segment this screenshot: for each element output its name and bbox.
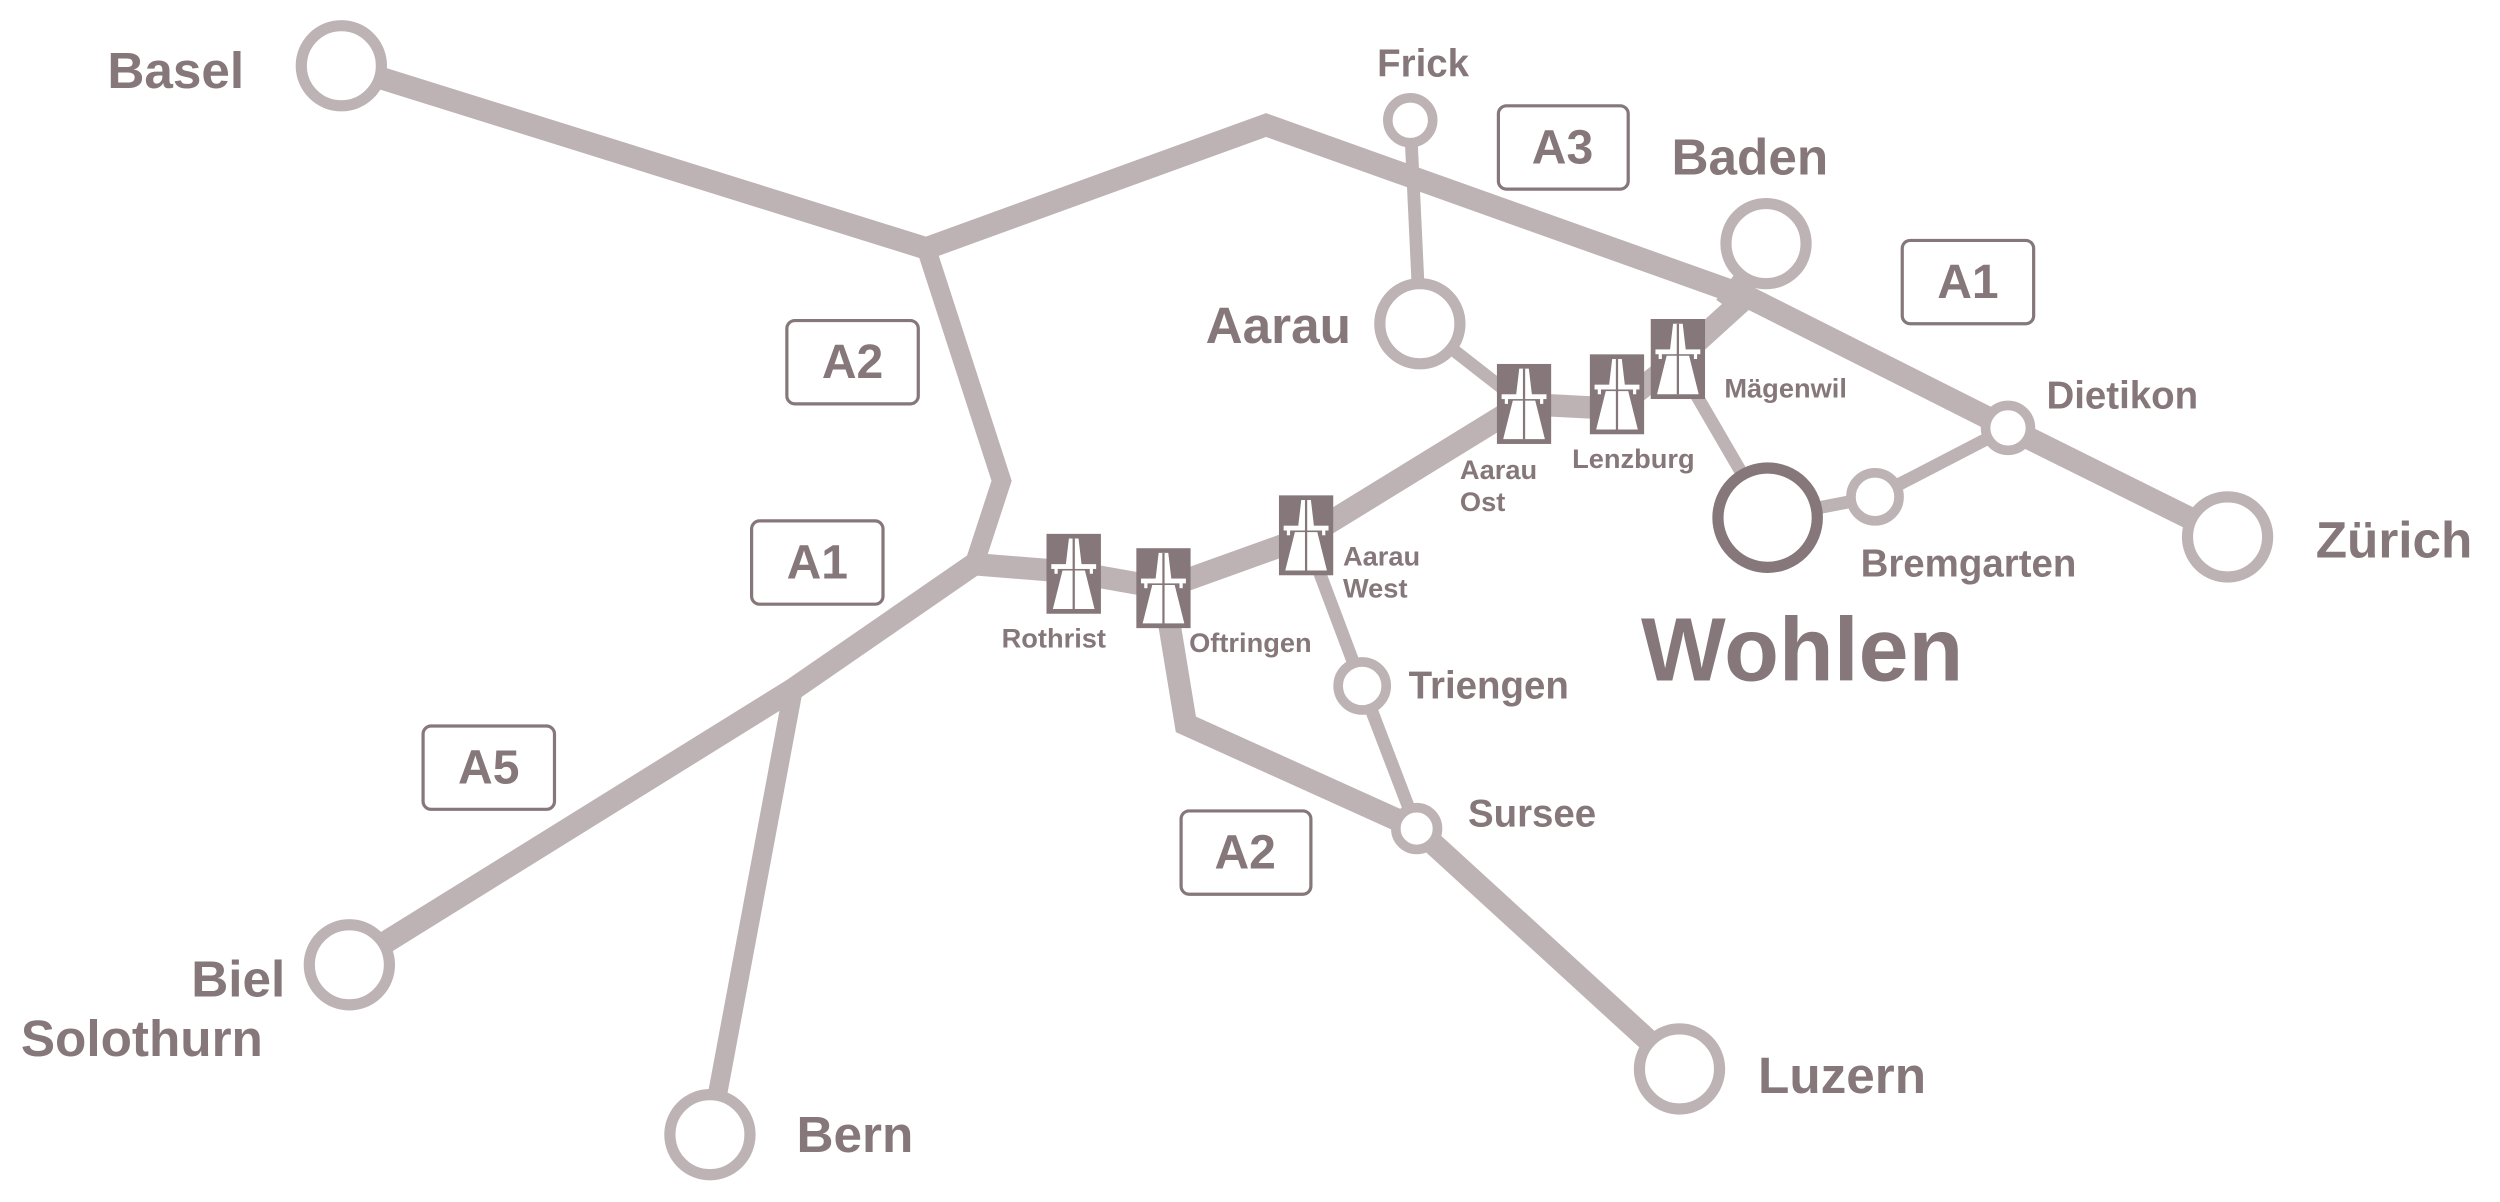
label-sursee: Sursee [1468, 793, 1596, 836]
svg-text:A2: A2 [822, 335, 883, 389]
label-exit-aarau-west-1: Aarau [1343, 541, 1420, 572]
highway-badge-a2-south: A2 [1179, 809, 1313, 896]
highway-badge-a2-north: A2 [785, 318, 920, 406]
node-luzern[interactable] [1633, 1023, 1726, 1115]
label-basel: Basel [107, 42, 244, 99]
label-bremgarten: Bremgarten [1861, 543, 2077, 586]
svg-text:A2: A2 [1214, 826, 1275, 880]
svg-text:A3: A3 [1532, 120, 1593, 174]
road-a2-south [1152, 586, 1688, 1078]
label-bern: Bern [796, 1106, 913, 1163]
label-luzern: Luzern [1758, 1047, 1926, 1104]
motorway-icon-aarau-west [1278, 495, 1334, 576]
road-a2-north [917, 245, 1012, 568]
label-exit-magenwil: Mägenwil [1724, 372, 1847, 403]
node-wohlen[interactable] [1712, 462, 1823, 573]
node-bremgarten[interactable] [1846, 467, 1904, 526]
node-zurich[interactable] [2181, 491, 2274, 583]
label-exit-aarau-ost-1: Aarau [1460, 454, 1537, 485]
label-wohlen: Wohlen [1641, 601, 1963, 701]
label-biel: Biel [191, 951, 285, 1008]
node-bern[interactable] [664, 1088, 756, 1181]
node-biel[interactable] [303, 919, 396, 1011]
highway-badge-a1-east: A1 [1900, 238, 2036, 326]
label-exit-rothrist: Rothrist [1002, 622, 1106, 653]
svg-text:A1: A1 [1937, 255, 1998, 309]
node-dietikon[interactable] [1980, 400, 2036, 456]
node-baden[interactable] [1720, 197, 1812, 290]
label-solothurn: Solothurn [21, 1010, 263, 1067]
motorway-icon-rothrist [1046, 533, 1101, 614]
label-aarau: Aarau [1206, 297, 1351, 354]
node-triengen[interactable] [1333, 657, 1392, 715]
road-a1-bern [700, 687, 803, 1137]
label-zurich: Zürich [2316, 512, 2473, 569]
motorway-icon-lenzburg [1589, 354, 1645, 435]
label-exit-lenzburg: Lenzburg [1572, 443, 1695, 474]
motorway-icon-magenwil [1650, 318, 1706, 400]
road-a1-a3 [338, 55, 2233, 547]
svg-text:A5: A5 [458, 741, 519, 795]
label-exit-aarau-west-2: West [1343, 573, 1408, 604]
highway-badge-a5: A5 [421, 724, 557, 811]
label-exit-aarau-ost-2: Ost [1460, 486, 1505, 517]
motorway-icon-aarau-ost [1496, 363, 1552, 444]
node-aarau[interactable] [1374, 278, 1466, 370]
label-dietikon: Dietikon [2046, 374, 2198, 417]
node-sursee[interactable] [1391, 802, 1443, 855]
label-exit-oftringen: Oftringen [1189, 627, 1312, 658]
highway-badge-a1-west: A1 [750, 519, 885, 606]
highway-badge-a3: A3 [1496, 104, 1630, 191]
label-triengen: Triengen [1409, 664, 1569, 707]
node-frick[interactable] [1383, 92, 1438, 148]
svg-text:A1: A1 [787, 536, 848, 590]
node-basel[interactable] [295, 20, 388, 112]
motorway-icon-oftringen [1136, 548, 1191, 629]
label-baden: Baden [1671, 129, 1828, 186]
label-frick: Frick [1377, 43, 1470, 86]
